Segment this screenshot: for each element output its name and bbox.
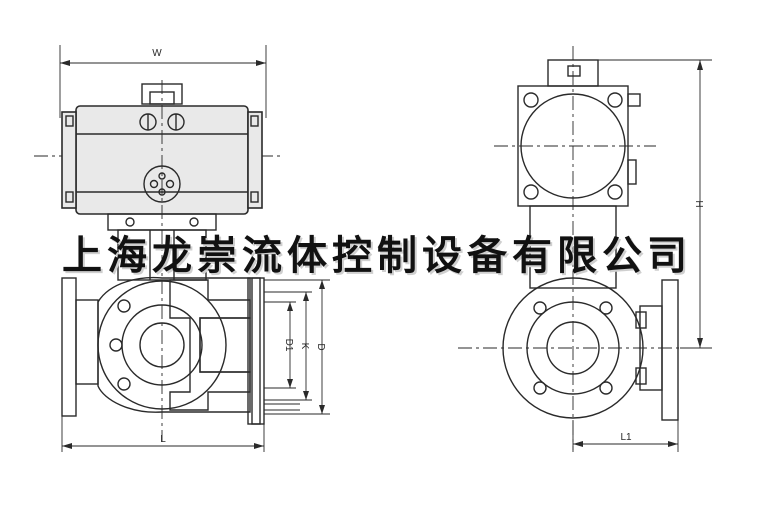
d-label: D — [315, 343, 326, 350]
length-dimension: L — [61, 416, 265, 452]
mounting-bracket — [107, 213, 217, 281]
company-watermark: 上海龙崇流体控制设备有限公司 — [62, 232, 692, 279]
front-view: W — [34, 45, 330, 452]
length1-dimension: L1 — [572, 420, 679, 452]
height-label: H — [693, 200, 704, 207]
width-dimension: W — [59, 45, 267, 118]
d1-label: D1 — [283, 339, 294, 352]
flange-dimensions: D1 K D — [264, 279, 330, 415]
length-label: L — [160, 434, 166, 445]
valve-body-front — [61, 276, 265, 425]
length1-label: L1 — [620, 432, 632, 443]
width-label: W — [152, 48, 162, 59]
side-view: H L1 — [458, 46, 712, 452]
height-dimension: H — [598, 59, 712, 349]
k-label: K — [299, 343, 310, 350]
